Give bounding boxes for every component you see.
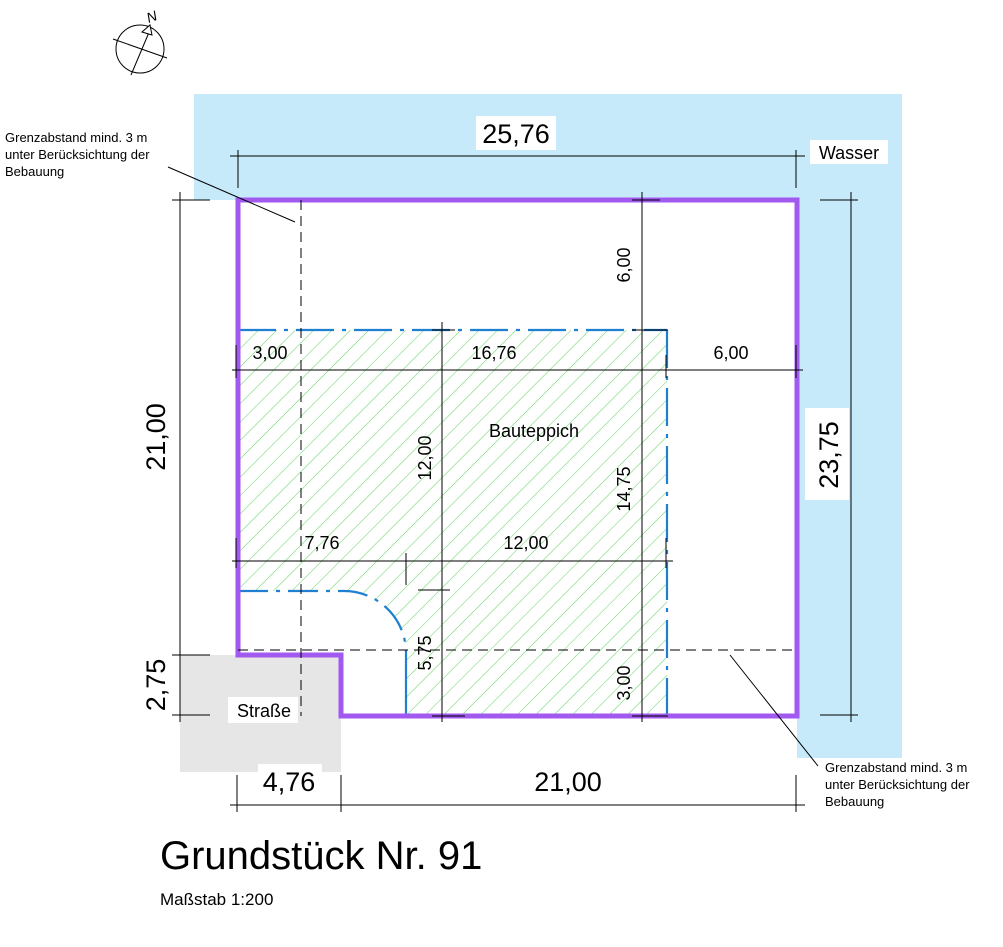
svg-text:unter Berücksichtung der: unter Berücksichtung der: [825, 777, 970, 792]
dim-bottom-plot: 21,00: [534, 767, 602, 797]
svg-text:Bebauung: Bebauung: [5, 164, 64, 179]
dim-lower-left: 5,75: [415, 635, 435, 670]
north-arrow-icon: [112, 24, 168, 76]
dim-row-a-mid: 16,76: [471, 343, 516, 363]
drawing-title: Grundstück Nr. 91: [160, 834, 483, 878]
svg-text:Grenzabstand mind. 3 m: Grenzabstand mind. 3 m: [5, 130, 147, 145]
svg-text:Grenzabstand mind. 3 m: Grenzabstand mind. 3 m: [825, 760, 967, 775]
dimension-lines: [167, 150, 858, 812]
building-border: [238, 328, 669, 716]
dim-row-a-left: 3,00: [252, 343, 287, 363]
dim-left-plot: 21,00: [141, 403, 171, 471]
dim-row-b-left: 7,76: [304, 533, 339, 553]
label-water: Wasser: [819, 143, 879, 163]
dim-inner-height-right: 14,75: [614, 466, 634, 511]
label-street: Straße: [237, 701, 291, 721]
note-top-left: Grenzabstand mind. 3 m unter Berücksicht…: [5, 130, 150, 179]
dim-row-b-right: 12,00: [503, 533, 548, 553]
dim-inner-height-left: 12,00: [415, 435, 435, 480]
dim-bottom-street: 4,76: [263, 767, 316, 797]
dim-left-street: 2,75: [141, 659, 171, 712]
building-area: [238, 330, 667, 716]
dim-top-setback: 6,00: [614, 247, 634, 282]
label-building-area: Bauteppich: [489, 421, 579, 441]
plot-boundary: [235, 197, 800, 719]
setback-lines: [238, 200, 797, 716]
dim-row-a-right: 6,00: [713, 343, 748, 363]
note-bottom-right: Grenzabstand mind. 3 m unter Berücksicht…: [825, 760, 970, 809]
drawing-scale: Maßstab 1:200: [160, 890, 274, 909]
dim-bottom-setback: 3,00: [614, 665, 634, 700]
dim-top-total: 25,76: [482, 119, 550, 149]
svg-text:Bebauung: Bebauung: [825, 794, 884, 809]
dim-right-total: 23,75: [814, 421, 844, 489]
svg-text:unter Berücksichtung der: unter Berücksichtung der: [5, 147, 150, 162]
